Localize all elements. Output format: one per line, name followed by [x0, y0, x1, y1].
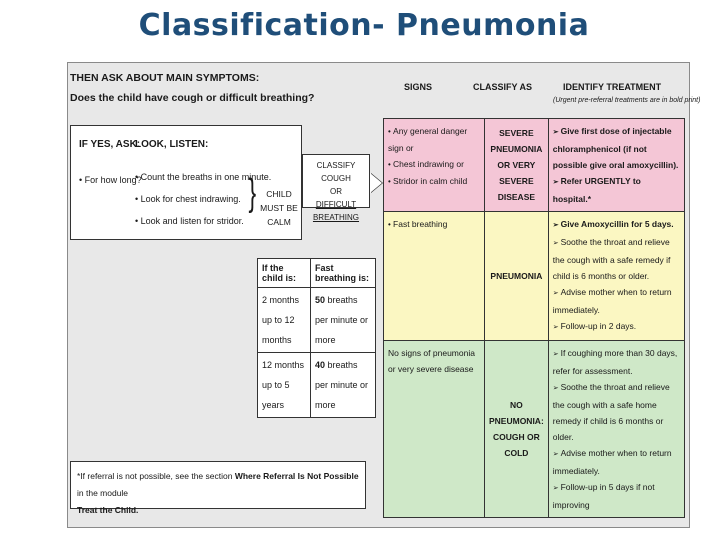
list-item: Look and listen for stridor.	[135, 210, 271, 232]
list-item: Fast breathing	[388, 216, 480, 233]
brace-icon: }	[248, 172, 257, 214]
list-item: Stridor in calm child	[388, 173, 480, 190]
child-must-be-calm-note: CHILD MUST BE CALM	[260, 189, 298, 227]
age-cell: 12 months up to 5 years	[257, 352, 311, 418]
classify-line: DIFFICULT BREATHING	[312, 200, 360, 222]
list-item: Look for chest indrawing.	[135, 188, 271, 210]
treatment-cell: If coughing more than 30 days, refer for…	[547, 340, 686, 518]
age-cell: 2 months up to 12 months	[257, 287, 311, 353]
treatment-cell: Give first dose of injectable chloramphe…	[547, 118, 686, 212]
look-listen-label: LOOK, LISTEN:	[135, 139, 209, 150]
classification-cell: SEVERE PNEUMONIA OR VERY SEVERE DISEASE	[484, 118, 549, 212]
list-item: Refer URGENTLY to hospital.*	[553, 173, 680, 207]
list-item: Follow-up in 5 days if not improving	[553, 479, 680, 513]
main-symptoms-heading: THEN ASK ABOUT MAIN SYMPTOMS:	[70, 72, 260, 84]
classification-cell: PNEUMONIA	[484, 211, 549, 341]
fast-breathing-table: If the child is: Fast breathing is: 2 mo…	[257, 258, 376, 418]
if-yes-ask-label: IF YES, ASK:	[79, 139, 141, 150]
footnote-bold: Where Referral Is Not Possible	[234, 471, 359, 481]
classify-line: CLASSIFY COUGH	[316, 161, 356, 183]
list-item: Any general danger sign or	[388, 123, 480, 156]
classify-as-column-header: CLASSIFY AS	[473, 82, 533, 92]
list-item: Give Amoxycillin for 5 days.	[553, 216, 680, 234]
signs-cell: Any general danger sign or Chest indrawi…	[383, 118, 485, 212]
table-row: 12 months up to 5 years 40 breaths per m…	[257, 352, 376, 418]
list-item: Advise mother when to return immediately…	[553, 284, 680, 318]
signs-column-header: SIGNS	[404, 82, 433, 92]
footnote-text: in the module	[77, 488, 129, 498]
how-long-question: • For how long?	[79, 175, 142, 185]
col-header-age: If the child is:	[257, 258, 311, 288]
signs-cell: No signs of pneumonia or very severe dis…	[383, 340, 485, 518]
list-item: Count the breaths in one minute.	[135, 166, 272, 188]
table-row: Fast breathing PNEUMONIA Give Amoxycilli…	[383, 211, 686, 341]
classification-table: Any general danger sign or Chest indrawi…	[383, 118, 686, 518]
ask-look-listen-box: IF YES, ASK: LOOK, LISTEN: • For how lon…	[70, 125, 302, 240]
list-item: Follow-up in 2 days.	[553, 318, 680, 336]
classify-cough-box: CLASSIFY COUGH OR DIFFICULT BREATHING	[302, 154, 370, 222]
footnote-bold: Treat the Child.	[77, 505, 139, 515]
col-header-rate: Fast breathing is:	[310, 258, 376, 288]
table-row: No signs of pneumonia or very severe dis…	[383, 340, 686, 518]
rate-cell: 40 breaths per minute or more	[310, 352, 376, 418]
list-item: Soothe the throat and relieve the cough …	[553, 234, 680, 284]
list-item: Give first dose of injectable chloramphe…	[553, 123, 680, 173]
signs-cell: Fast breathing	[383, 211, 485, 341]
footnote-text: *If referral is not possible, see the se…	[77, 471, 235, 481]
list-item: If coughing more than 30 days, refer for…	[553, 345, 680, 379]
classify-line: OR	[330, 187, 342, 196]
cough-question-heading: Does the child have cough or difficult b…	[70, 92, 315, 104]
assessment-list: Count the breaths in one minute. Look fo…	[135, 166, 272, 232]
treatment-cell: Give Amoxycillin for 5 days. Soothe the …	[547, 211, 686, 341]
referral-footnote: *If referral is not possible, see the se…	[70, 461, 366, 515]
list-item: Chest indrawing or	[388, 156, 480, 173]
table-row: 2 months up to 12 months 50 breaths per …	[257, 287, 376, 353]
list-item: Soothe the throat and relieve the cough …	[553, 379, 680, 445]
treatment-note: (Urgent pre-referral treatments are in b…	[553, 97, 701, 104]
list-item: Advise mother when to return immediately…	[553, 445, 680, 479]
identify-treatment-column-header: IDENTIFY TREATMENT	[563, 82, 662, 92]
classification-cell: NO PNEUMONIA: COUGH OR COLD	[484, 340, 549, 518]
rate-cell: 50 breaths per minute or more	[310, 287, 376, 353]
arrow-right-icon	[370, 173, 382, 193]
slide-title: Classification- Pneumonia	[138, 8, 590, 43]
table-row: Any general danger sign or Chest indrawi…	[383, 118, 686, 212]
